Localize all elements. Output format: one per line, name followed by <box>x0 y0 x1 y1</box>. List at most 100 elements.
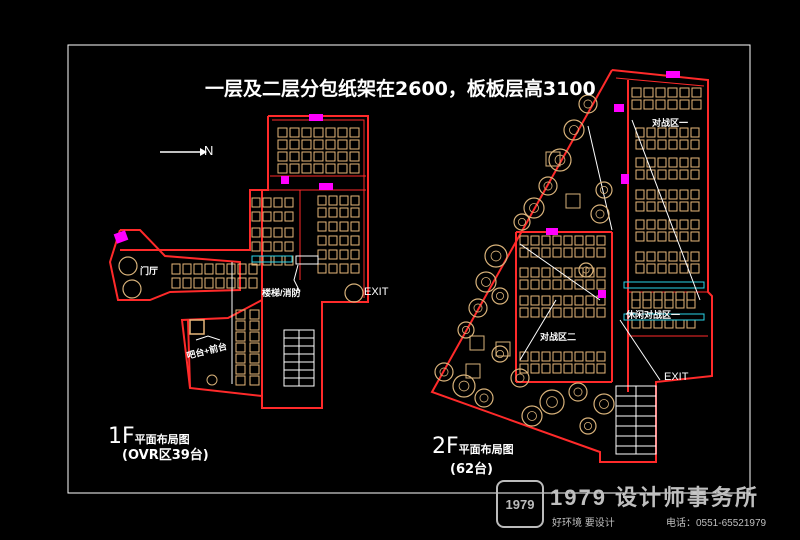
seat <box>171 263 181 275</box>
seat <box>585 267 595 278</box>
seat <box>235 320 246 331</box>
seat <box>328 195 338 206</box>
plant-center <box>458 380 470 392</box>
room-label-zone1: 对战区一 <box>652 118 689 128</box>
seat <box>690 127 700 138</box>
seat <box>328 263 338 274</box>
seat <box>642 291 652 301</box>
seat <box>262 197 272 208</box>
seat <box>655 99 666 110</box>
seat <box>249 353 260 364</box>
seat <box>635 251 645 262</box>
seat <box>289 127 300 138</box>
plant-center <box>473 303 483 313</box>
plant-center <box>495 349 504 358</box>
seat <box>289 139 300 150</box>
seat <box>574 295 584 306</box>
studio-slogan: 好环境 要设计 <box>552 518 615 529</box>
seat <box>251 227 261 238</box>
seat <box>646 157 656 168</box>
seat <box>635 169 645 180</box>
floor-1-suffix: 平面布局图 <box>134 433 190 446</box>
seat <box>635 263 645 274</box>
seat <box>317 221 327 232</box>
seat <box>631 99 642 110</box>
plant <box>468 298 488 318</box>
plant <box>475 271 497 293</box>
floor-2-plants <box>434 94 615 435</box>
seat <box>679 231 689 242</box>
seat <box>596 351 606 362</box>
seat <box>317 195 327 206</box>
seat <box>596 307 606 318</box>
seat <box>664 319 674 329</box>
seat <box>585 279 595 290</box>
seat <box>646 201 656 212</box>
seat <box>273 255 283 266</box>
seat <box>249 331 260 342</box>
seat <box>350 263 360 274</box>
seat <box>235 342 246 353</box>
plant <box>568 382 588 402</box>
seat <box>552 247 562 258</box>
plant <box>579 417 597 435</box>
plant <box>510 368 530 388</box>
seat <box>657 127 667 138</box>
seat <box>530 267 540 278</box>
seat <box>339 263 349 274</box>
plant <box>513 213 531 231</box>
plant <box>434 362 454 382</box>
seat <box>193 277 203 289</box>
plant-center <box>479 393 489 403</box>
seat <box>563 247 573 258</box>
seat <box>530 295 540 306</box>
seat <box>530 363 540 374</box>
seat <box>519 351 529 362</box>
seat <box>690 251 700 262</box>
plant <box>474 388 494 408</box>
seat <box>596 267 606 278</box>
seat <box>325 151 336 162</box>
seat <box>635 157 645 168</box>
seat <box>235 353 246 364</box>
seat <box>690 189 700 200</box>
seat <box>301 139 312 150</box>
plant-center <box>527 411 537 421</box>
seat <box>289 151 300 162</box>
seat <box>273 211 283 222</box>
plant <box>484 244 508 268</box>
seat <box>182 277 192 289</box>
seat <box>237 263 247 275</box>
seat <box>339 235 349 246</box>
exit-label-2f: EXIT <box>664 371 689 383</box>
seat <box>668 189 678 200</box>
seat <box>635 201 645 212</box>
seat <box>519 279 529 290</box>
seat <box>317 235 327 246</box>
plant-center <box>495 291 504 300</box>
seat <box>328 207 338 218</box>
plant <box>595 181 613 199</box>
seat <box>667 87 678 98</box>
floor-1-subtitle: (OVR区39台) <box>122 448 209 463</box>
seat <box>273 197 283 208</box>
seat <box>646 139 656 150</box>
plant-center <box>529 203 539 213</box>
seat <box>563 307 573 318</box>
seat <box>657 219 667 230</box>
seat <box>664 299 674 309</box>
seat <box>635 127 645 138</box>
seat <box>668 157 678 168</box>
seat <box>643 99 654 110</box>
seat <box>679 99 690 110</box>
plant <box>578 262 594 278</box>
seat <box>668 169 678 180</box>
seat <box>530 307 540 318</box>
seat <box>541 279 551 290</box>
seat <box>530 279 540 290</box>
seat <box>679 251 689 262</box>
seat <box>691 99 702 110</box>
plant-center <box>569 125 579 135</box>
seat <box>686 291 696 301</box>
seat <box>668 251 678 262</box>
